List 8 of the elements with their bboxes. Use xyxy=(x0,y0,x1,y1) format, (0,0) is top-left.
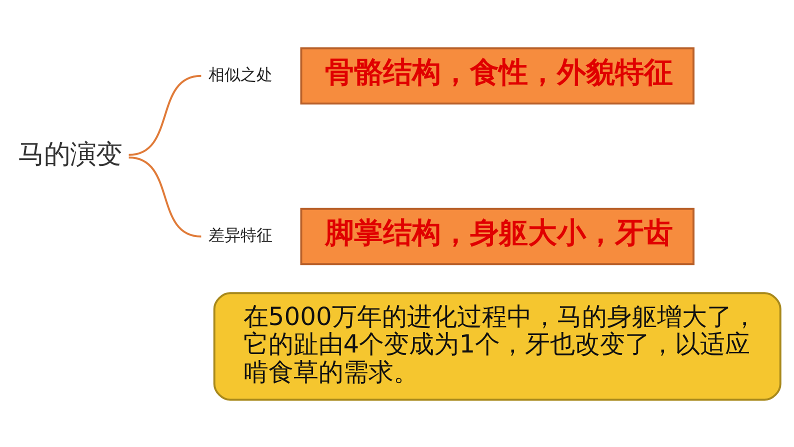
connector xyxy=(128,74,202,156)
connector xyxy=(128,156,202,237)
node-box: 脚掌结构，身躯大小，牙齿 xyxy=(300,207,694,265)
node-text: 马的演变 xyxy=(18,139,122,170)
node-text: 差异特征 xyxy=(208,225,272,244)
node-box: 骨骼结构，食性，外貌特征 xyxy=(300,46,694,104)
node-text: 相似之处 xyxy=(208,64,272,84)
node-box: 在5000万年的进化过程中，马的身躯增大了，它的趾由4个变成为1个，牙也改变了，以适应啃食草的需求。 xyxy=(213,292,782,400)
